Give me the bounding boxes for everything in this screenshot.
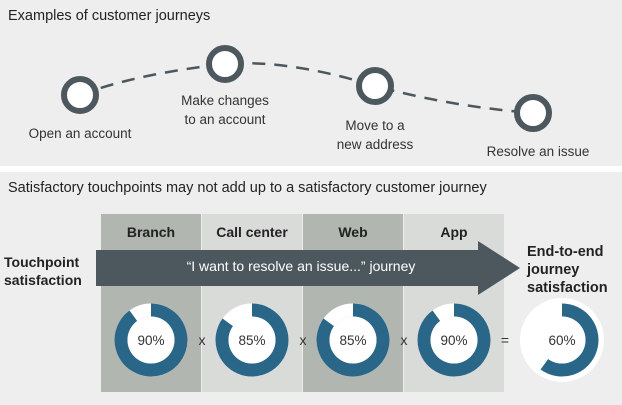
result-label-line-2: journey [527, 262, 580, 278]
journey-path [61, 45, 552, 132]
donut-value-result: 60% [548, 333, 575, 348]
side-label-line-2: satisfaction [4, 272, 82, 288]
journey-arrow-text: “I want to resolve an issue...” journey [186, 258, 416, 274]
journey-stop-marker-4 [514, 94, 552, 132]
journey-stop-marker-2 [206, 45, 244, 83]
donut-value-call-center: 85% [238, 333, 265, 348]
journey-stop-label-4: Resolve an issue [473, 142, 603, 161]
journeys-title: Examples of customer journeys [8, 8, 211, 24]
donut-arc-branch [114, 303, 188, 377]
end-to-end-satisfaction-label: End-to-end journey satisfaction [527, 243, 608, 297]
channel-name-app: App [440, 224, 468, 240]
result-label-line-3: satisfaction [527, 280, 608, 296]
donut-value-app: 90% [440, 333, 467, 348]
channel-name-call-center: Call center [216, 224, 288, 240]
donut-value-branch: 90% [137, 333, 164, 348]
equals-operator: = [500, 332, 510, 348]
stop-2-line-2: to an account [184, 112, 266, 127]
donut-call-center: 85% [215, 303, 289, 377]
touchpoints-title: Satisfactory touchpoints may not add up … [8, 180, 487, 196]
channel-name-branch: Branch [126, 224, 176, 240]
stop-3-line-2: new address [336, 137, 414, 152]
stop-1-line-1: Open an account [28, 126, 132, 141]
donut-arc-web [316, 303, 390, 377]
stop-3-line-1: Move to a [345, 118, 405, 133]
section-divider [0, 166, 622, 172]
journey-stop-marker-3 [356, 67, 394, 105]
donut-arc-result [540, 303, 599, 377]
journey-stop-label-2: Make changes to an account [165, 91, 285, 129]
journey-stop-label-3: Move to a new address [315, 116, 435, 154]
donut-branch: 90% [114, 303, 188, 377]
multiply-operator-1: x [198, 332, 206, 348]
touchpoint-satisfaction-label: Touchpoint satisfaction [4, 253, 82, 289]
journey-stop-marker-1 [61, 76, 99, 114]
donut-arc-app [417, 303, 491, 377]
multiply-operator-2: x [299, 332, 307, 348]
channel-name-web: Web [338, 224, 368, 240]
side-label-line-1: Touchpoint [4, 254, 80, 270]
donut-value-web: 85% [339, 333, 366, 348]
donut-result: 60% [525, 303, 599, 377]
donut-web: 85% [316, 303, 390, 377]
donut-app: 90% [417, 303, 491, 377]
multiply-operator-3: x [400, 332, 408, 348]
result-label-line-1: End-to-end [527, 244, 604, 260]
stop-4-line-1: Resolve an issue [486, 144, 590, 159]
journey-stop-label-1: Open an account [20, 124, 140, 143]
stop-2-line-1: Make changes [181, 93, 269, 108]
donut-arc-call-center [215, 303, 289, 377]
